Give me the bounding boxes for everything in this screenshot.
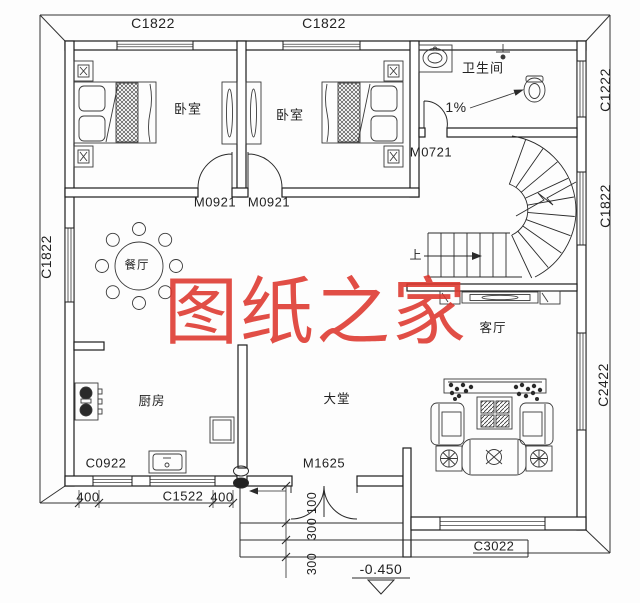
kitchen-dim-line — [74, 490, 238, 508]
room-label-bedroom-left: 卧室 — [173, 102, 203, 118]
shower-icon — [496, 44, 510, 60]
sofa-set-icon — [430, 290, 561, 476]
level-label: -0.450 — [359, 561, 403, 577]
side-table-left-icon — [435, 445, 463, 472]
room-label-hall: 大堂 — [323, 390, 351, 406]
toilet-icon — [523, 75, 546, 103]
doors — [197, 100, 448, 520]
door-label-bedroom-left: M0921 — [193, 194, 237, 210]
sink-icon — [418, 44, 453, 73]
window-right-bottom — [576, 332, 587, 431]
door-label-bathroom: M0721 — [409, 144, 453, 160]
door-bedroom-left — [197, 152, 233, 189]
room-label-bedroom-mid: 卧室 — [275, 108, 305, 124]
dim-label-step-100: 100 — [304, 491, 319, 515]
window-right-mid — [576, 171, 587, 246]
slope-label: 1% — [445, 99, 467, 115]
dim-label-400-left: 400 — [76, 489, 100, 505]
window-bottom-right — [439, 516, 546, 531]
door-bedroom-mid — [247, 152, 283, 189]
door-entry — [290, 485, 358, 520]
room-label-kitchen: 厨房 — [138, 392, 166, 408]
armchair-right-icon — [519, 402, 554, 446]
side-table-right-icon — [525, 445, 553, 472]
window-label-top-left: C1822 — [131, 15, 175, 31]
door-bathroom — [423, 100, 448, 129]
coffee-table-icon — [476, 396, 513, 430]
window-label-right-top: C1222 — [597, 68, 613, 112]
tv-cabinet-icon — [439, 290, 561, 305]
window-label-kitchen-left: C0922 — [85, 455, 127, 471]
window-label-top-mid: C1822 — [302, 15, 346, 31]
kitchen-sink-icon — [148, 450, 187, 474]
window-top-mid — [282, 40, 361, 51]
room-label-dining: 餐厅 — [124, 257, 150, 272]
room-label-bathroom: 卫生间 — [461, 61, 505, 77]
armchair-left-icon — [430, 402, 465, 446]
plant-shelf-icon — [443, 378, 547, 401]
slope-arrow — [469, 89, 524, 109]
watermark: 图纸之家 — [164, 269, 468, 356]
porch-and-dimensions — [74, 465, 529, 595]
dim-label-step-300-a: 300 — [304, 517, 319, 541]
eave-outline — [39, 14, 611, 554]
door-label-entry: M1625 — [302, 455, 346, 471]
bed-left-icon — [73, 60, 157, 168]
stairs — [424, 135, 577, 279]
window-left — [64, 227, 75, 303]
window-label-bottom-right: C3022 — [473, 538, 515, 554]
window-kitchen-mid — [149, 475, 216, 487]
level-marker — [352, 577, 410, 595]
door-label-bedroom-mid: M0921 — [247, 194, 291, 210]
dim-label-400-right: 400 — [210, 489, 234, 505]
window-label-kitchen-mid: C1522 — [162, 488, 204, 504]
window-right-top — [576, 60, 587, 118]
window-label-left: C1822 — [38, 235, 54, 279]
dim-label-step-300-b: 300 — [304, 552, 319, 576]
window-label-right-mid: C1822 — [597, 184, 613, 228]
stove-icon — [74, 382, 103, 421]
bathroom-fixtures — [418, 44, 546, 109]
wardrobe-icons — [221, 81, 262, 145]
room-label-living: 客厅 — [479, 319, 507, 335]
bed-mid-icon — [321, 60, 404, 168]
kitchen-fixtures — [74, 382, 235, 474]
entry-steps — [239, 488, 529, 558]
stairs-up-label: 上 — [409, 248, 423, 262]
windows — [64, 40, 587, 531]
window-label-right-bottom: C2422 — [595, 363, 611, 407]
fridge-icon — [209, 416, 235, 444]
window-kitchen-left — [92, 475, 133, 487]
porch-column-icon — [233, 465, 249, 489]
sofa-icon — [461, 438, 527, 476]
dining-table-icon — [95, 222, 183, 310]
window-top-left — [116, 40, 194, 51]
